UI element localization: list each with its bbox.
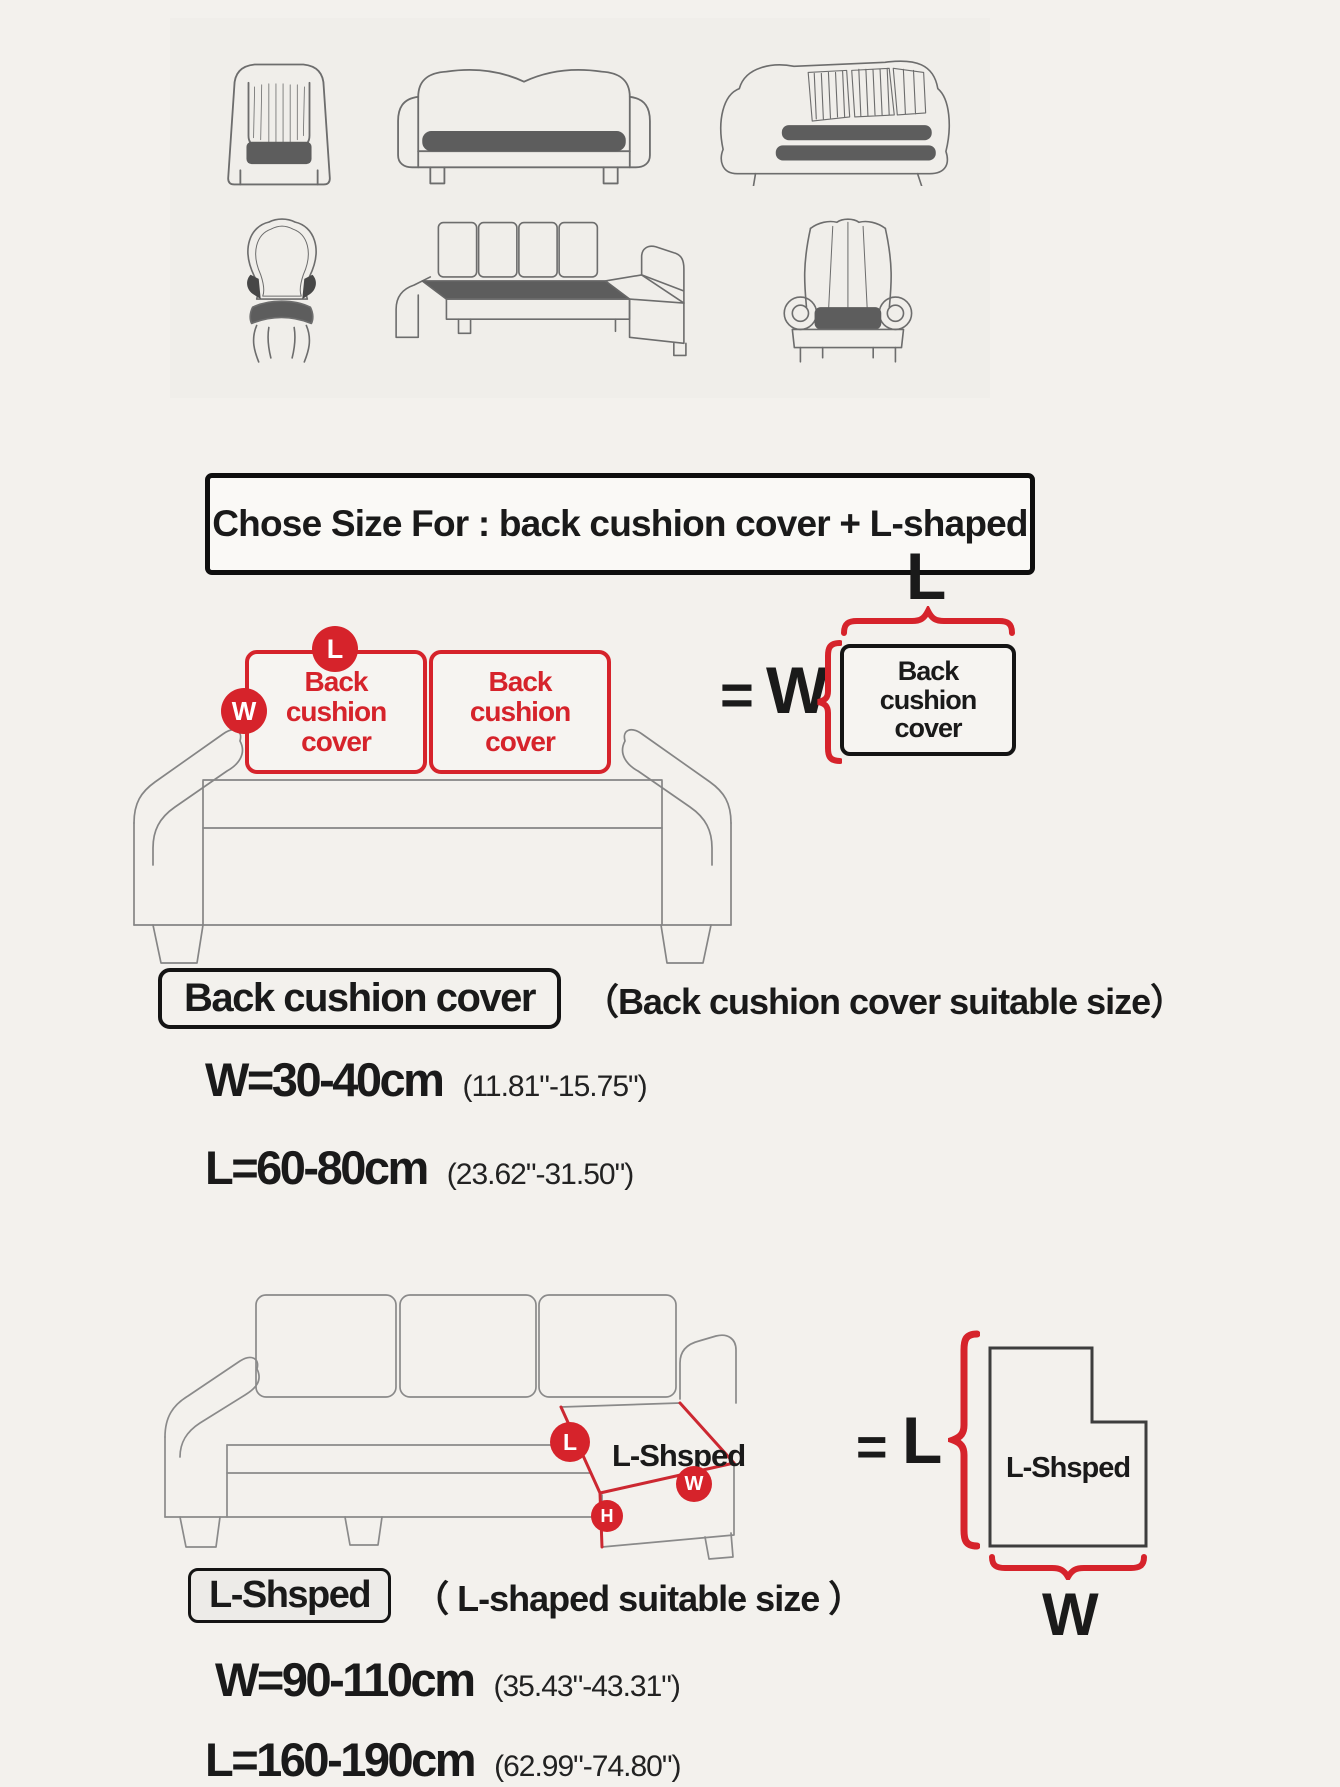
two-seat-sofa-illustration xyxy=(397,69,651,185)
l-shape-outline xyxy=(988,1346,1148,1548)
width-inches: (35.43"-43.31") xyxy=(493,1670,681,1703)
back-cushion-heading-note: （Back cushion cover suitable size） xyxy=(582,980,1186,1022)
width-metric: W=30-40cm xyxy=(205,1053,445,1106)
length-badge-letter: L xyxy=(326,633,344,664)
width-badge-letter: W xyxy=(231,696,257,726)
l-shaped-width-row: W=90-110cm (35.43"-43.31") xyxy=(215,1652,681,1707)
width-badge-icon: W xyxy=(221,688,267,734)
l-shaped-size-heading: L-Shsped （ L-shaped suitable size ） xyxy=(188,1568,864,1623)
result-box-label: Back cushion cover xyxy=(879,655,978,744)
length-metric: L=60-80cm xyxy=(205,1141,429,1194)
back-cushion-cover-label: Back cushion cover xyxy=(469,665,571,758)
width-inches: (11.81"-15.75") xyxy=(462,1070,647,1103)
height-badge-icon: H xyxy=(591,1500,623,1532)
length-badge-icon: L xyxy=(550,1422,590,1462)
furniture-gallery-panel xyxy=(170,18,990,398)
back-cushion-width-row: W=30-40cm (11.81"-15.75") xyxy=(205,1052,648,1107)
two-seat-sofa-diagram xyxy=(133,728,732,964)
length-inches: (23.62"-31.50") xyxy=(446,1158,634,1191)
l-shaped-length-row: L=160-190cm (62.99"-74.80") xyxy=(205,1732,682,1787)
sofa-l-shaped-label: L-Shsped xyxy=(612,1438,746,1473)
antique-chair-illustration xyxy=(247,218,317,363)
armchair-with-cover-illustration xyxy=(227,63,331,186)
back-cushion-cover-label: Back cushion cover xyxy=(285,665,387,758)
back-cushion-heading-box: Back cushion cover xyxy=(158,968,561,1029)
width-brace-icon xyxy=(989,1554,1147,1580)
length-inches: (62.99"-74.80") xyxy=(494,1750,681,1783)
back-cushion-length-row: L=60-80cm (23.62"-31.50") xyxy=(205,1140,634,1195)
back-cushion-cover-box-right: Back cushion cover xyxy=(429,650,611,774)
length-dimension-label: L xyxy=(902,1403,942,1477)
length-brace-icon xyxy=(841,606,1015,636)
length-brace-icon xyxy=(948,1330,980,1550)
width-badge-letter: W xyxy=(684,1473,704,1495)
width-dimension-label: W xyxy=(1042,1581,1099,1648)
wingback-armchair-illustration xyxy=(783,218,913,363)
height-badge-letter: H xyxy=(600,1506,614,1526)
length-badge-letter: L xyxy=(562,1428,578,1455)
equals-sign: = xyxy=(720,663,754,728)
title-text: Chose Size For : back cushion cover + L-… xyxy=(212,503,1028,544)
back-cushion-size-heading: Back cushion cover （Back cushion cover s… xyxy=(158,968,1186,1029)
l-shaped-sectional-illustration xyxy=(395,221,687,357)
result-l-shaped-label: L-Shsped xyxy=(1005,1452,1131,1484)
result-back-cushion-box: Back cushion cover xyxy=(840,644,1016,756)
length-badge-icon: L xyxy=(312,626,358,672)
length-dimension-label: L xyxy=(906,539,946,613)
width-brace-icon xyxy=(817,640,842,764)
title-banner: Chose Size For : back cushion cover + L-… xyxy=(205,473,1035,575)
equals-sign: = xyxy=(856,1417,888,1477)
l-shaped-heading-note: （ L-shaped suitable size ） xyxy=(413,1577,864,1619)
width-dimension-label: W xyxy=(766,653,828,727)
width-badge-icon: W xyxy=(676,1466,712,1502)
width-metric: W=90-110cm xyxy=(215,1653,476,1706)
curved-sofa-with-pillows-illustration xyxy=(720,60,951,186)
l-shaped-heading-box: L-Shsped xyxy=(188,1568,392,1623)
length-metric: L=160-190cm xyxy=(205,1733,477,1786)
l-shaped-sectional-diagram xyxy=(164,1294,737,1560)
